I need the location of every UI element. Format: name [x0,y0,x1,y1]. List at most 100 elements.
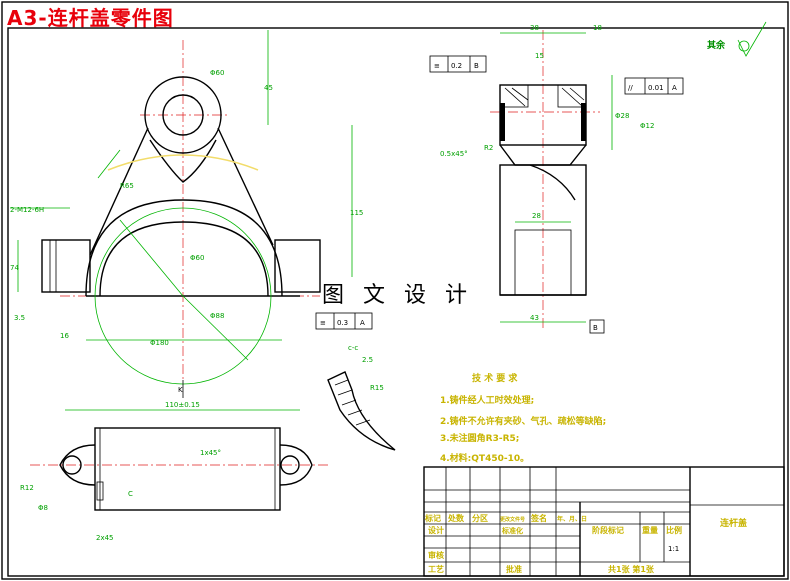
bottom-right-hole [280,455,300,475]
dim-phi88: Φ88 [210,312,224,320]
tech-item-1: 1.铸件经人工时效处理; [440,394,534,406]
side-bushing-right [581,103,586,141]
right-boss [274,239,321,293]
radius-leader [119,219,184,297]
section-hatch [334,379,371,426]
dim-phi60: Φ60 [190,254,204,262]
dim-r65: R65 [120,182,134,190]
diameter-leader [182,295,249,361]
side-tolerance-frame-a [624,77,684,95]
side-curve [529,164,576,201]
side-tol-a-value: 0.01 [648,84,664,92]
dim-phi8: Φ8 [38,504,48,512]
dim-phi60-top: Φ60 [210,69,224,77]
dim-110: 110±0.15 [165,401,200,409]
title-block: 标记 处数 分区 更改文件号 签名 年、月、日 设计 标准化 审核 工艺 批准 … [423,466,785,577]
side-bushing-left [500,103,505,141]
datum-b-label: B [593,324,598,332]
dim-c: C [128,490,133,498]
tech-item-3: 3.未注圆角R3-R5; [440,432,519,444]
dim-38: 38 [530,24,539,32]
view-label-k: K [178,386,183,394]
dim-phi28: Φ28 [615,112,629,120]
tech-heading: 技 术 要 求 [472,372,518,384]
roughness-circle [738,40,750,52]
left-boss [41,239,91,293]
dim-45: 45 [264,84,273,92]
side-tol-b-datum: B [474,62,479,70]
bottom-right-lug [279,444,313,486]
page-title: A3-连杆盖零件图 [7,6,174,30]
side-hatch-tl [499,84,529,108]
tb-design: 设计 [428,525,444,535]
front-tol-value: 0.3 [337,319,348,327]
section-cc: c-c 2.5 R15 [327,344,396,451]
front-tol-datum: A [360,319,365,327]
tb-weight: 重量 [642,525,658,535]
top-boss-outer [144,76,222,154]
dim-28: 28 [532,212,541,220]
side-tol-a-symbol: // [628,84,633,92]
section-dim-r15: R15 [370,384,384,392]
side-tol-b-value: 0.2 [451,62,462,70]
tb-stage-mark: 阶段标记 [592,525,624,535]
outer-arch [85,199,283,297]
left-arm [89,127,149,256]
tb-sheets: 共1张 第1张 [608,564,655,574]
roughness-note: 其余 [707,39,726,51]
roughness-symbol: 其余 [707,21,767,57]
bottom-left-hole [62,455,82,475]
r65-leader [97,149,121,179]
hatch-lines [504,87,585,107]
tech-item-2: 2.铸件不允许有夹砂、气孔、疏松等缺陷; [440,415,606,427]
side-hatch-tr [557,84,587,108]
side-tol-a-datum: A [672,84,677,92]
roughness-check-icon [737,21,767,57]
tb-date: 年、月、日 [557,515,587,523]
technical-requirements: 技 术 要 求 1.铸件经人工时效处理; 2.铸件不允许有夹砂、气孔、疏松等缺陷… [440,372,606,464]
bottom-body [94,427,281,511]
tb-process: 工艺 [428,564,444,574]
side-view: 38 18 15 0.5x45° R2 28 Φ28 Φ12 43 ≡ 0.2 … [429,24,684,334]
dim-16: 16 [60,332,69,340]
dim-phi180: Φ180 [150,339,169,347]
dim-phi12: Φ12 [640,122,654,130]
tb-change-doc: 更改文件号 [500,516,525,523]
inner-frame [7,27,785,577]
bottom-view: 110±0.15 1x45° R12 Φ8 C 2x45 [20,401,330,542]
inner-arch [99,221,269,297]
right-arm [217,127,274,246]
section-label: c-c [348,344,358,352]
front-tolerance-frame [315,312,373,330]
dim-3.5: 3.5 [14,314,25,322]
tb-review: 审核 [428,550,444,560]
tb-count: 处数 [447,513,465,523]
side-tolerance-frame-b [429,55,487,73]
dim-115: 115 [350,209,363,217]
dim-2x45: 2x45 [96,534,114,542]
front-tol-symbol: ≡ [320,319,326,327]
tb-zone: 分区 [472,513,488,523]
oil-hole [96,481,104,501]
tech-item-4: 4.材料:QT450-10。 [440,452,529,464]
tb-standardize: 标准化 [501,526,523,535]
tb-marks: 标记 [424,513,441,523]
dim-thread: 2-M12-6H [10,206,44,214]
tb-approve: 批准 [506,564,522,574]
watermark: 图 文 设 计 [322,277,473,309]
section-profile [327,371,396,451]
tb-scale: 比例 [666,525,682,535]
tb-part-name: 连杆盖 [720,517,747,529]
top-boss-hole [162,94,204,136]
side-tol-b-symbol: ≡ [434,62,440,70]
section-dim-2.5: 2.5 [362,356,373,364]
dim-r2: R2 [484,144,493,152]
dim-r12: R12 [20,484,34,492]
dim-74: 74 [10,264,19,272]
title-block-frame [423,466,785,577]
front-view: ≡ 0.3 A 45 Φ60 R65 2-M12-6H 74 Φ180 Φ88 … [10,30,373,398]
tb-sign: 签名 [530,513,547,523]
dim-43: 43 [530,314,539,322]
